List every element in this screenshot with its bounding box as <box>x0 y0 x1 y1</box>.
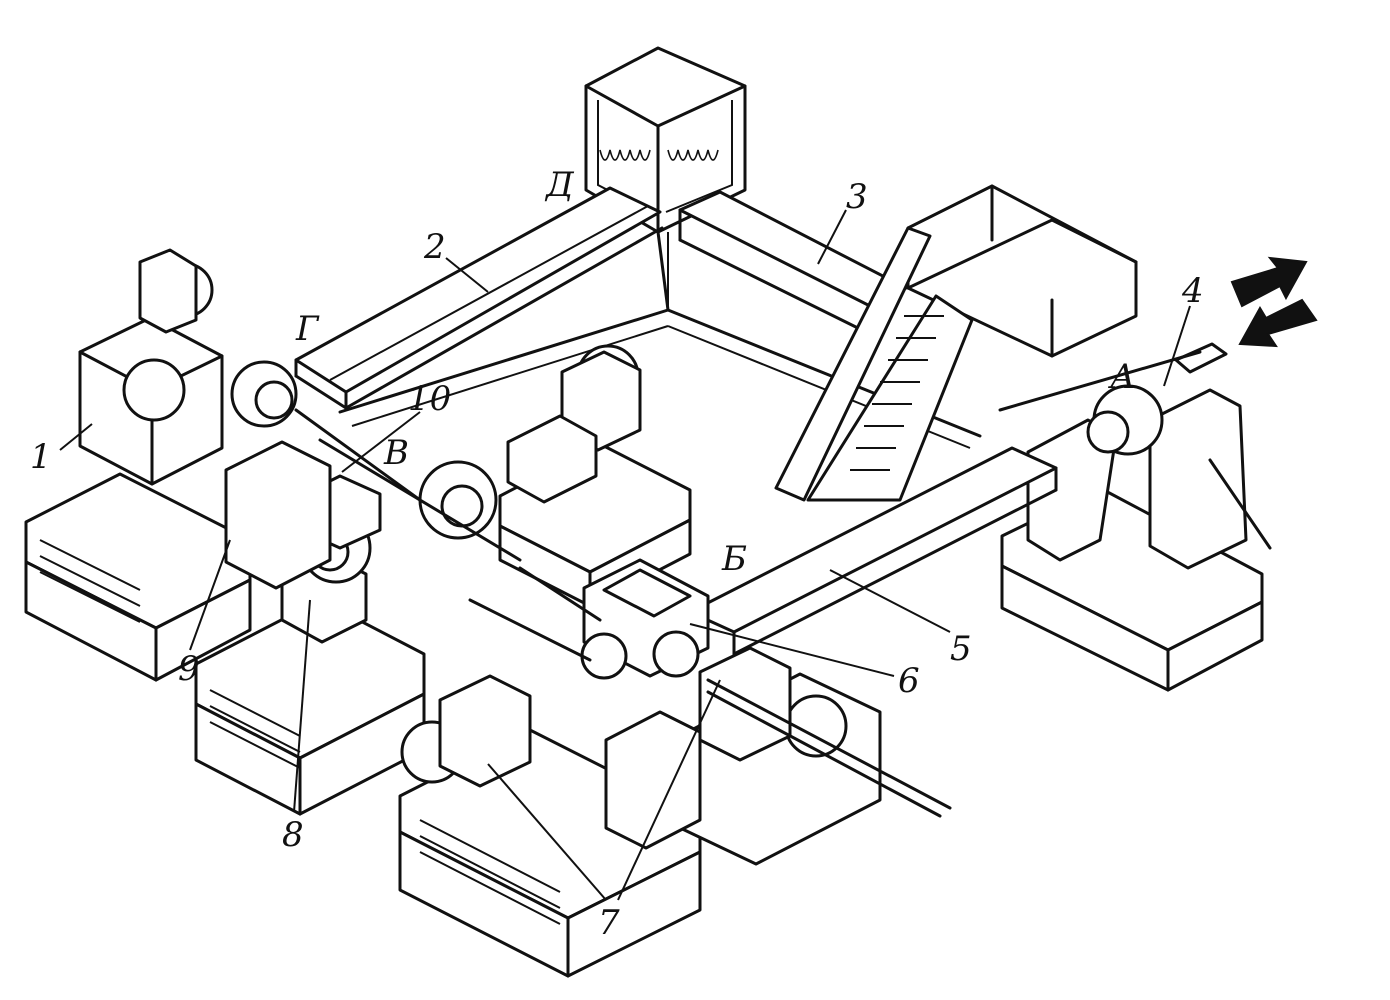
label-G: Г <box>295 309 320 349</box>
machine-center <box>418 344 692 608</box>
label-6: 6 <box>898 661 920 701</box>
arrow-down-left-icon <box>1238 298 1318 348</box>
label-2: 2 <box>423 227 446 267</box>
label-V: В <box>383 433 409 473</box>
stairs-platform <box>774 184 1138 502</box>
machine-1 <box>24 248 298 682</box>
label-8: 8 <box>282 815 304 855</box>
label-5: 5 <box>950 629 972 669</box>
machine-4 <box>998 342 1272 692</box>
label-4: 4 <box>1181 271 1204 311</box>
label-10: 10 <box>408 379 451 419</box>
label-B: Б <box>721 539 747 579</box>
leader-lines <box>59 209 1191 901</box>
shafts <box>294 408 602 662</box>
label-7: 7 <box>598 903 620 943</box>
tower <box>584 46 747 312</box>
label-A: А <box>1108 357 1136 397</box>
label-D: Д <box>544 165 575 205</box>
rail-2 <box>294 186 664 410</box>
bidirectional-arrows <box>1230 256 1318 348</box>
arrow-up-right-icon <box>1230 256 1308 308</box>
label-3: 3 <box>846 177 868 217</box>
label-1: 1 <box>30 437 52 477</box>
label-9: 9 <box>178 649 200 689</box>
machine-8 <box>194 440 426 816</box>
machine-7 <box>398 558 952 978</box>
